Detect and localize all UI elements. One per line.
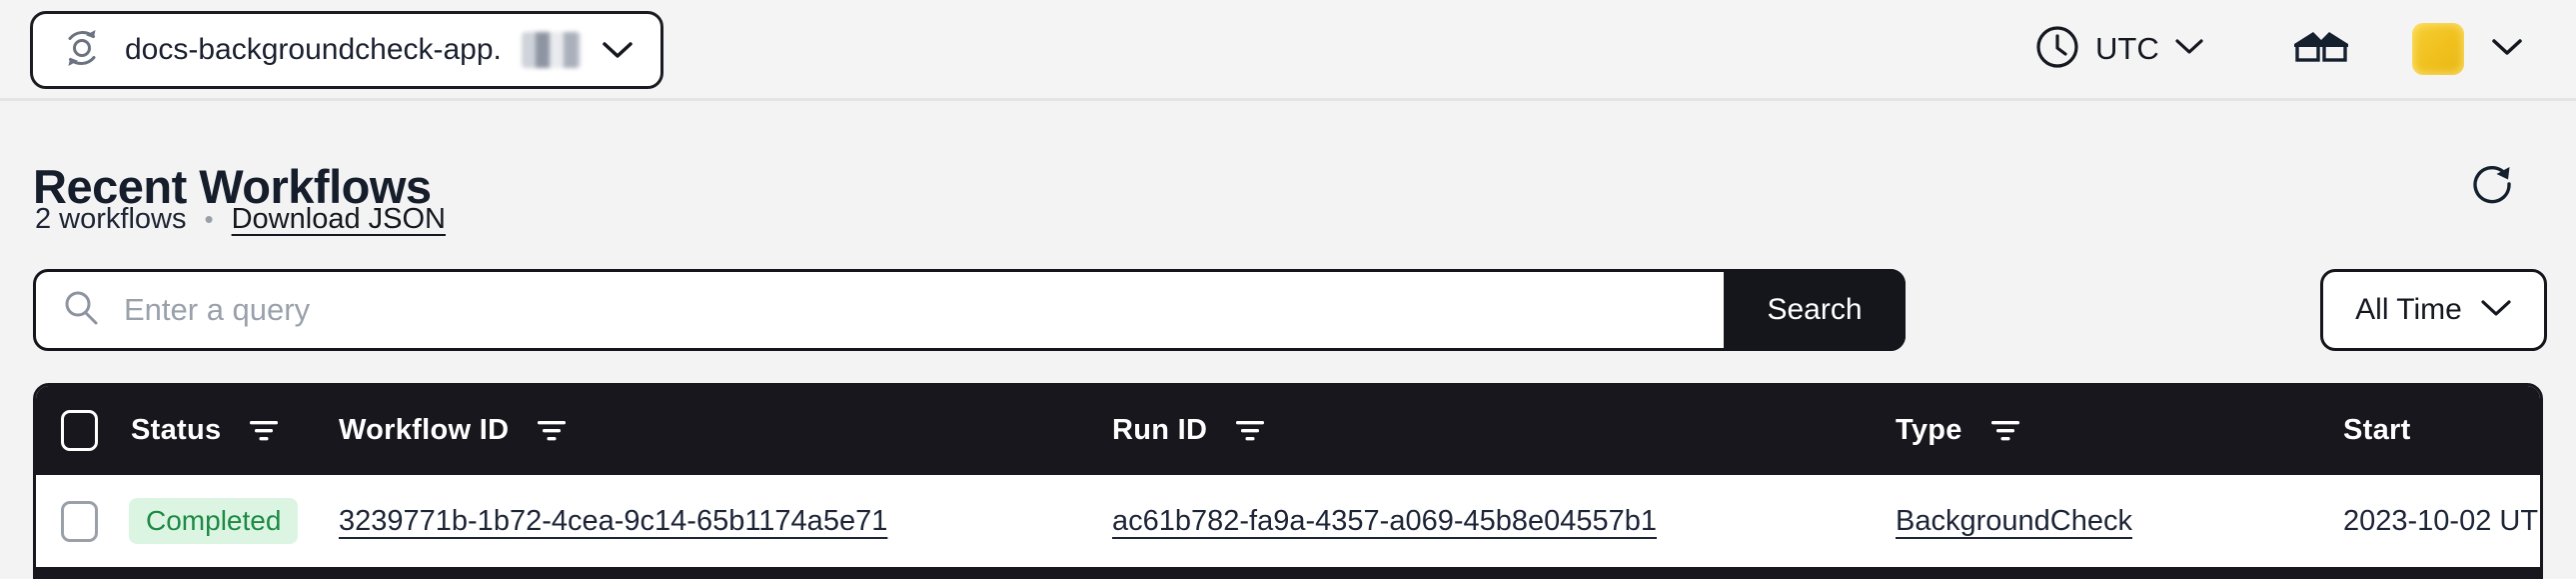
time-range-filter[interactable]: All Time	[2320, 269, 2547, 351]
filter-icon[interactable]	[535, 417, 569, 445]
topbar-actions: UTC	[2034, 0, 2524, 98]
labs-mode-button[interactable]	[2292, 28, 2350, 71]
account-menu[interactable]	[2411, 23, 2524, 75]
timezone-selector[interactable]: UTC	[2034, 24, 2204, 75]
row-checkbox[interactable]	[61, 500, 98, 542]
status-cell: Completed	[129, 475, 299, 567]
select-all-cell	[61, 386, 98, 475]
page-title: Recent Workflows	[33, 160, 432, 214]
clock-icon	[2034, 24, 2080, 75]
table-header-row: Status Workflow ID Run ID	[36, 386, 2540, 475]
column-header-start: Start	[2343, 414, 2411, 446]
search-button[interactable]: Search	[1724, 269, 1906, 351]
run-id-cell: ac61b782-fa9a-4357-a069-45b8e04557b1	[1112, 475, 1657, 567]
type-cell: BackgroundCheck	[1896, 475, 2132, 567]
workflow-meta: 2 workflows • Download JSON	[35, 203, 446, 236]
workflow-type-link[interactable]: BackgroundCheck	[1896, 504, 2132, 537]
glasses-icon	[2292, 28, 2350, 71]
query-input[interactable]	[122, 291, 1877, 329]
row-divider	[36, 567, 2540, 576]
download-json-link[interactable]: Download JSON	[231, 203, 446, 235]
chevron-down-icon	[2480, 293, 2512, 327]
column-header-type: Type	[1896, 386, 2022, 475]
refresh-button[interactable]	[2466, 160, 2518, 212]
start-cell: 2023-10-02 UT	[2343, 475, 2538, 567]
column-header-run-id: Run ID	[1112, 386, 1267, 475]
status-badge: Completed	[129, 498, 299, 544]
column-header-workflow-id: Workflow ID	[339, 386, 569, 475]
refresh-icon	[2468, 160, 2516, 213]
workflow-id-cell: 3239771b-1b72-4cea-9c14-65b1174a5e71	[339, 475, 887, 567]
namespace-redacted-suffix	[521, 32, 581, 68]
table-row[interactable]: Completed 3239771b-1b72-4cea-9c14-65b117…	[36, 475, 2540, 567]
time-range-label: All Time	[2355, 293, 2462, 326]
column-header-status: Status	[131, 386, 281, 475]
namespace-cycle-icon	[59, 25, 105, 76]
workflow-id-link[interactable]: 3239771b-1b72-4cea-9c14-65b1174a5e71	[339, 504, 888, 537]
query-input-box[interactable]	[33, 269, 1906, 351]
filter-icon[interactable]	[1233, 417, 1267, 445]
dot-separator: •	[204, 204, 214, 234]
workflows-table: Status Workflow ID Run ID	[33, 383, 2543, 579]
workflow-count: 2 workflows	[35, 203, 187, 235]
run-id-link[interactable]: ac61b782-fa9a-4357-a069-45b8e04557b1	[1112, 504, 1658, 537]
select-all-checkbox[interactable]	[61, 410, 98, 451]
filter-icon[interactable]	[1988, 417, 2022, 445]
row-select-cell	[61, 475, 98, 567]
namespace-selector[interactable]: docs-backgroundcheck-app.	[30, 11, 663, 89]
timezone-label: UTC	[2095, 31, 2159, 66]
start-time: 2023-10-02 UT	[2343, 504, 2539, 537]
chevron-down-icon	[2490, 36, 2524, 63]
namespace-label: docs-backgroundcheck-app.	[125, 33, 502, 66]
chevron-down-icon	[601, 39, 635, 61]
chevron-down-icon	[2174, 37, 2204, 62]
search-icon	[62, 289, 100, 332]
avatar	[2411, 23, 2464, 75]
query-search-group: Search	[33, 269, 1906, 351]
filter-icon[interactable]	[247, 417, 281, 445]
top-bar: docs-backgroundcheck-app. UTC	[0, 0, 2576, 101]
